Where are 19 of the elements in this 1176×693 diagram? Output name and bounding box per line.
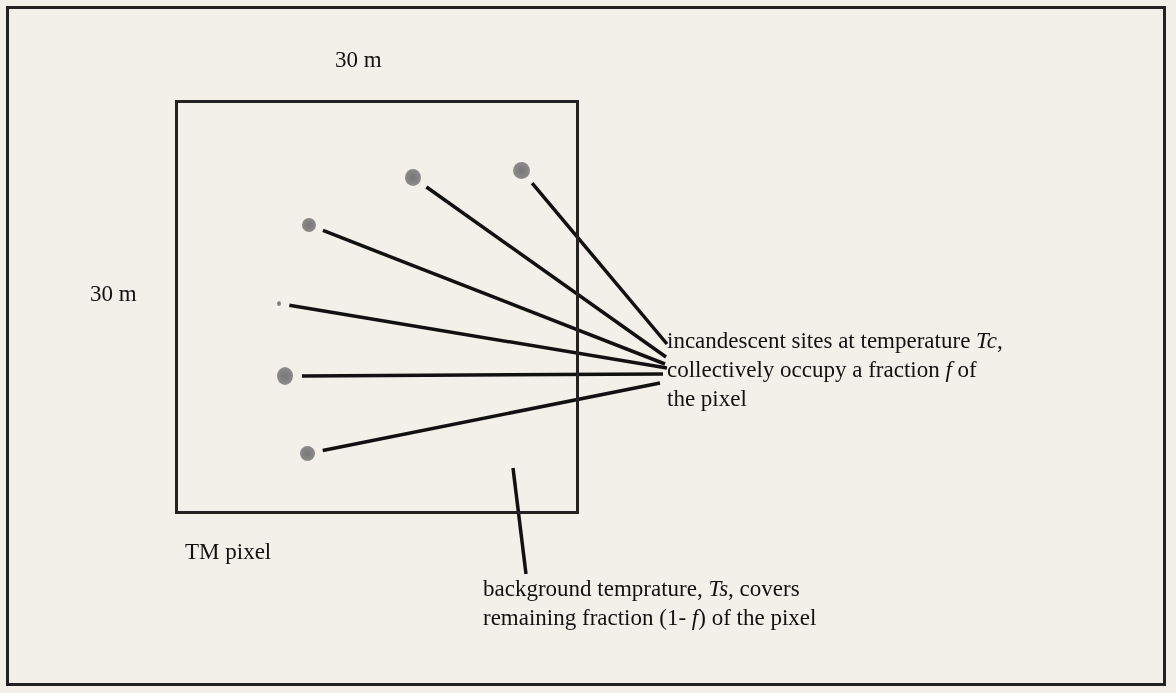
hot-spot-dot [405, 169, 421, 186]
hot-spot-dot [300, 446, 315, 461]
leader-line [302, 372, 663, 378]
leader-line [322, 228, 666, 366]
leader-line [425, 185, 667, 359]
annotation-text: background temprature, Ts, covers remaining fraction (1- f) of the pixel [483, 575, 818, 632]
hot-spot-dot [277, 367, 293, 385]
dimension-label: 30 m [90, 281, 137, 307]
leader-line [530, 182, 669, 346]
pixel-caption: TM pixel [185, 539, 272, 565]
annotation-text: incandescent sites at temperature Tc, collectively occupy a fraction f of the pixel [667, 327, 1004, 413]
hot-spot-dot [513, 162, 530, 179]
leader-line [322, 381, 661, 453]
hot-spot-dot [302, 218, 316, 232]
dimension-label: 30 m [335, 47, 382, 73]
leader-line [289, 303, 668, 370]
hot-spot-dot [277, 301, 281, 306]
leader-line [511, 467, 528, 575]
pixel-square [175, 100, 579, 514]
